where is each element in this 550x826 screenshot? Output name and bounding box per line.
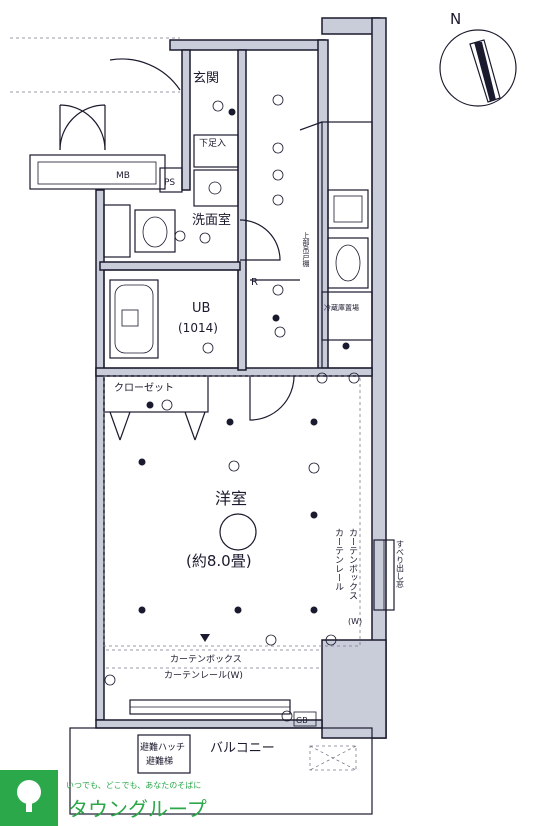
shoe-cabinet [193,134,239,168]
kitchen-counter [321,121,373,369]
label-bath: UB [192,301,210,316]
label-mb: MB [116,171,130,181]
label-north: N [450,10,461,28]
label-curtain-right-2: カーテンボックス [347,528,358,600]
label-kitchen-upper: 上部吊戸棚 [302,231,310,268]
outlets [104,94,360,722]
label-entrance: 玄関 [193,71,219,86]
label-shoe-box: 下足入 [199,138,226,149]
sink [327,237,369,289]
corner-column [321,639,387,739]
wash-basin [134,209,176,253]
label-hatch-1: 避難ハッチ [140,741,185,753]
label-western-room-size: (約8.0畳) [186,552,252,570]
label-bath-size: (1014) [178,321,218,335]
label-curtain-bottom-2: カーテンレール(W) [164,670,243,681]
fridge-space [321,291,373,341]
label-r: R [251,277,258,288]
closet [103,375,209,413]
exterior-wall-right-column [371,17,387,739]
balcony [69,727,373,815]
label-ps: PS [164,178,175,188]
entrance-door[interactable] [59,104,106,151]
label-washroom: 洗面室 [192,212,231,228]
meter-box [29,154,166,190]
branding-tagline: いつでも、どこでも、あなたのそばに [66,781,201,790]
pipe-shaft [159,167,183,193]
escape-hatch [137,734,191,774]
label-gb: GB [296,716,308,725]
label-closet: クローゼット [114,382,174,394]
label-window-right: すべり出し窓 [396,540,405,588]
label-curtain-right-w: (W) [348,617,362,626]
washing-machine [103,204,131,258]
label-fridge: 冷蔵庫置場 [324,303,359,312]
label-curtain-right-1: カーテンレール [333,528,344,591]
label-balcony: バルコニー [210,741,275,756]
branding-company: タウングループ [68,797,207,821]
company-logo [0,770,58,826]
ceiling-light [219,513,257,551]
compass [439,29,517,107]
label-hatch-2: 避難梯 [146,755,173,767]
downlights [138,108,350,614]
label-western-room: 洋室 [215,489,247,508]
unit-bath [109,279,159,359]
stove [327,189,369,229]
label-curtain-bottom-1: カーテンボックス [170,654,242,665]
